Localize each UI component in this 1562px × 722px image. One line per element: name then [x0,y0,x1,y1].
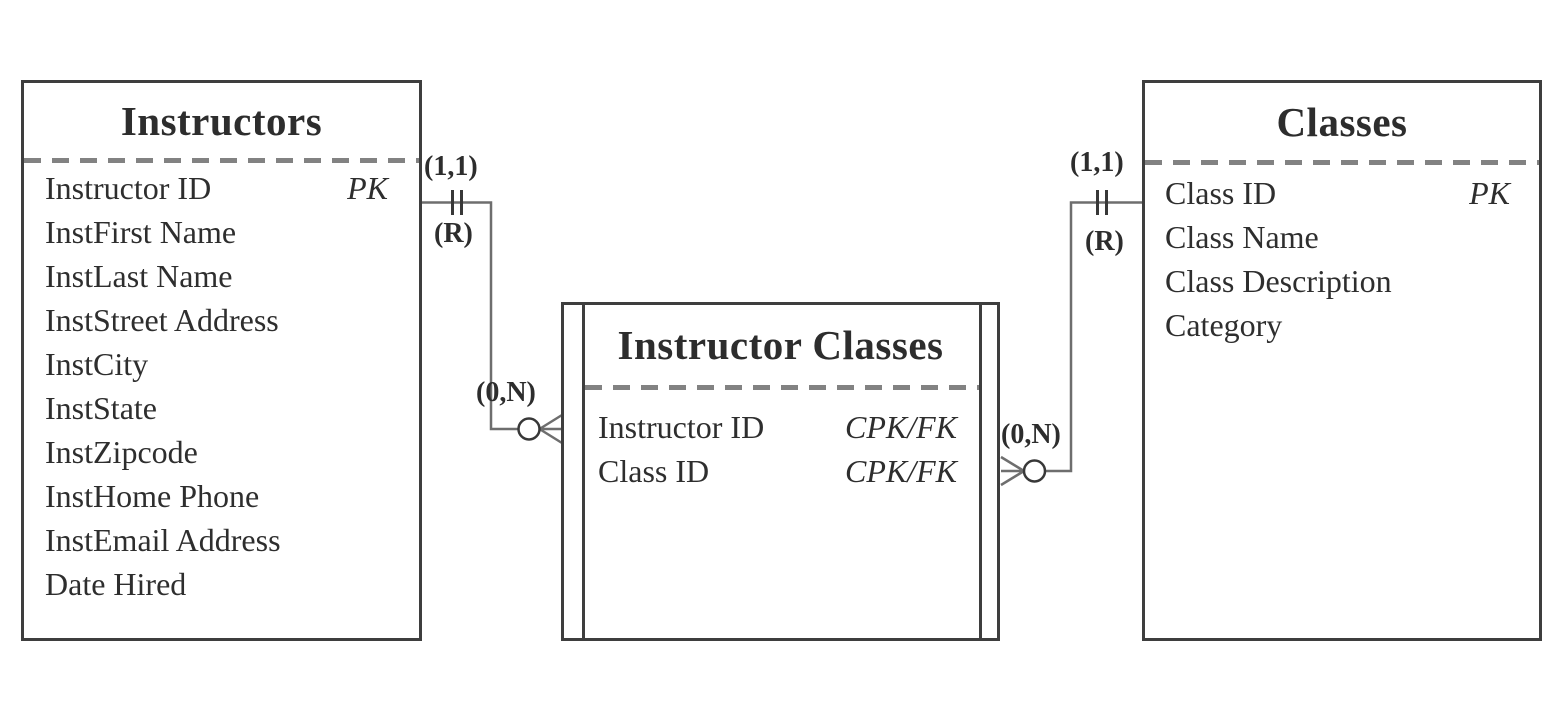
right-crow-foot-many-icon [1000,455,1025,487]
attribute-row: Category [1165,303,1510,347]
attribute-row: Instructor ID CPK/FK [598,405,957,449]
entity-instructors[interactable]: Instructors Instructor ID PK InstFirst N… [21,80,422,641]
entity-title: Instructor Classes [617,322,944,368]
entity-title: Instructors [120,97,323,144]
attribute-row: Date Hired [45,562,388,606]
relationship-note-right: (R) [1085,226,1124,257]
entity-title: Classes [1276,98,1408,145]
cardinality-label-right-one: (1,1) [1070,147,1124,178]
attribute-row: Class Description [1165,259,1510,303]
attribute-name: Class Name [1165,219,1319,255]
attribute-list: Instructor ID CPK/FK Class ID CPK/FK [564,390,997,493]
attribute-name: Date Hired [45,566,187,602]
attribute-name: InstLast Name [45,258,233,294]
right-one-mandatory-ticks-icon [1096,190,1108,215]
cardinality-label-right-many: (0,N) [1001,419,1061,450]
attribute-row: InstCity [45,342,388,386]
entity-instructor-classes[interactable]: Instructor Classes Instructor ID CPK/FK … [561,302,1000,641]
attribute-name: InstFirst Name [45,214,237,250]
title-separator [24,158,419,163]
cardinality-label-left-one: (1,1) [424,151,478,182]
attribute-name: InstEmail Address [45,522,281,558]
attribute-row: Instructor ID PK [45,166,388,210]
attribute-row: InstFirst Name [45,210,388,254]
attribute-key: CPK/FK [844,453,957,489]
attribute-row: InstHome Phone [45,474,388,518]
left-one-mandatory-ticks-icon [451,190,463,215]
attribute-key: PK [1469,175,1510,211]
attribute-key: CPK/FK [844,409,957,445]
attribute-name: InstCity [45,346,149,382]
title-separator [585,385,979,390]
attribute-name: Category [1165,307,1283,343]
attribute-row: InstLast Name [45,254,388,298]
attribute-name: Instructor ID [598,409,765,445]
associative-entity-right-line [979,304,982,639]
attribute-list: Class ID PK Class Name Class Description… [1145,165,1539,347]
attribute-name: Class ID [598,453,710,489]
attribute-name: InstZipcode [45,434,198,470]
attribute-list: Instructor ID PK InstFirst Name InstLast… [24,163,419,606]
attribute-row: InstZipcode [45,430,388,474]
attribute-row: Class Name [1165,215,1510,259]
attribute-row: Class ID CPK/FK [598,449,957,493]
attribute-name: Instructor ID [45,170,212,206]
attribute-name: InstStreet Address [45,302,279,338]
left-crow-foot-many-icon [538,413,563,445]
attribute-name: Class ID [1165,175,1277,211]
right-optional-circle-icon [1022,459,1047,483]
attribute-row: Class ID PK [1165,171,1510,215]
attribute-name: InstState [45,390,157,426]
attribute-row: InstState [45,386,388,430]
attribute-name: InstHome Phone [45,478,260,514]
entity-classes[interactable]: Classes Class ID PK Class Name Class Des… [1142,80,1542,641]
attribute-row: InstEmail Address [45,518,388,562]
associative-entity-left-line [582,304,585,639]
title-separator [1145,160,1539,165]
relationship-note-left: (R) [434,218,473,249]
attribute-row: InstStreet Address [45,298,388,342]
attribute-name: Class Description [1165,263,1392,299]
left-optional-circle-icon [517,417,541,441]
attribute-key: PK [347,170,388,206]
cardinality-label-left-many: (0,N) [476,377,536,408]
